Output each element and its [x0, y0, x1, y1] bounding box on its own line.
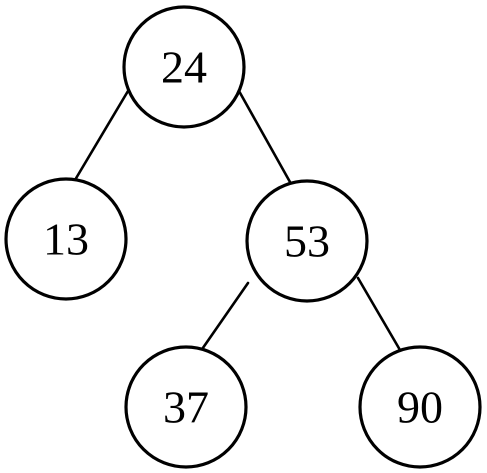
node-circle — [122, 5, 246, 129]
node-circle — [124, 345, 248, 469]
edge-24-13 — [73, 89, 130, 182]
node-label: 24 — [161, 42, 207, 93]
tree-node: 90 — [358, 345, 482, 469]
tree-node: 53 — [245, 179, 369, 303]
node-label: 90 — [397, 382, 443, 433]
node-circle — [245, 179, 369, 303]
node-label: 53 — [284, 216, 330, 267]
edge-24-53 — [237, 89, 292, 184]
tree-edges — [73, 89, 402, 357]
edge-53-90 — [356, 276, 402, 352]
tree-nodes: 24 13 53 37 90 — [4, 5, 482, 469]
node-circle — [4, 177, 128, 301]
node-label: 13 — [43, 214, 89, 265]
tree-node: 24 — [122, 5, 246, 129]
edge-53-37 — [196, 281, 250, 357]
node-label: 37 — [163, 382, 209, 433]
tree-node: 13 — [4, 177, 128, 301]
node-circle — [358, 345, 482, 469]
tree-node: 37 — [124, 345, 248, 469]
